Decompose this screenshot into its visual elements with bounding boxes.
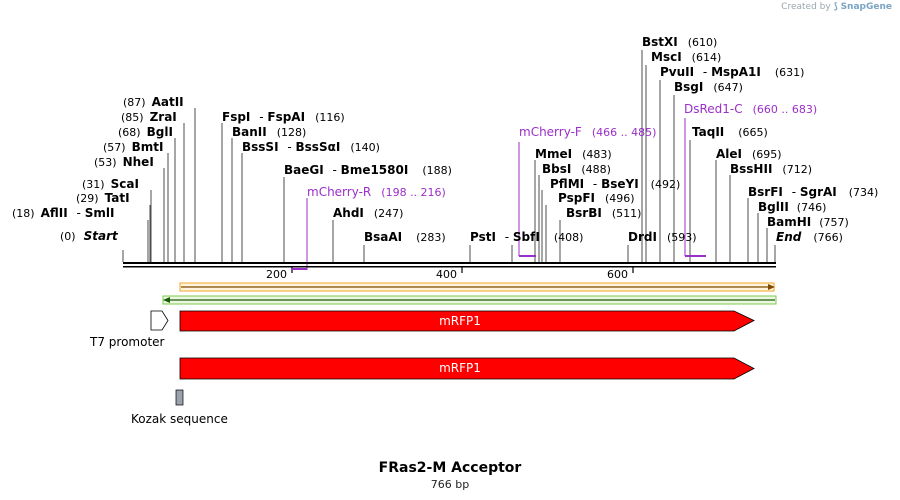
mrfp1-feature-1[interactable]: mRFP1	[179, 310, 755, 332]
site-bbsi[interactable]: BbsI(488)	[542, 162, 611, 176]
site-bsrfi[interactable]: BsrFI - SgrAI(734)	[748, 185, 878, 199]
primer-bars	[291, 255, 706, 270]
site-tati[interactable]: (29)TatI	[76, 191, 130, 205]
kozak-feature[interactable]: Kozak sequence	[131, 389, 228, 426]
site-drdi[interactable]: DrdI(593)	[628, 230, 697, 244]
site-psti[interactable]: PstI - SbfI(408)	[470, 230, 583, 244]
site-lines	[122, 50, 776, 262]
map-length: 766 bp	[430, 478, 470, 491]
site-bsgi[interactable]: BsgI(647)	[674, 80, 743, 94]
primer-mcherry-f[interactable]: mCherry-F(466 .. 485)	[519, 125, 656, 139]
site-pspfi[interactable]: PspFI(496)	[558, 191, 635, 205]
ruler-tick-200: 200	[266, 268, 287, 281]
snapgene-credit: Created by ⟆ SnapGene	[781, 2, 892, 12]
site-baegi[interactable]: BaeGI - Bme1580I(188)	[284, 163, 452, 177]
site-aatii[interactable]: (87)AatII	[123, 95, 184, 109]
mrfp1-label-1: mRFP1	[439, 314, 481, 328]
map-title: FRas2-M Acceptor	[378, 460, 522, 476]
primer-lines	[306, 118, 686, 270]
primer-mcherry-r[interactable]: mCherry-R(198 .. 216)	[307, 185, 446, 199]
site-bglii[interactable]: BglII(746)	[758, 200, 826, 214]
site-labels: (0)Start (18)AflII - SmlI (29)TatI (31)S…	[12, 35, 878, 244]
site-bmti[interactable]: (57)BmtI	[103, 140, 163, 154]
site-taqii[interactable]: TaqII(665)	[692, 125, 768, 139]
ruler-tick-400: 400	[436, 268, 457, 281]
site-pflmi[interactable]: PflMI - BseYI(492)	[550, 177, 680, 191]
site-bsssi[interactable]: BssSI - BssSαI(140)	[242, 140, 380, 154]
site-scai[interactable]: (31)ScaI	[82, 177, 139, 191]
site-pvuii[interactable]: PvuII - MspA1I(631)	[660, 65, 804, 79]
site-nhei[interactable]: (53)NheI	[94, 155, 154, 169]
credit-prefix: Created by	[781, 2, 831, 12]
site-msci[interactable]: MscI(614)	[651, 50, 721, 64]
t7-promoter-feature[interactable]: T7 promoter	[89, 310, 169, 349]
primer-dsred1-c[interactable]: DsRed1-C(660 .. 683)	[684, 102, 817, 116]
site-end[interactable]: End(766)	[776, 230, 843, 244]
site-banii[interactable]: BanII(128)	[232, 125, 306, 139]
site-zrai[interactable]: (85)ZraI	[121, 110, 177, 124]
primer-labels: mCherry-R(198 .. 216) mCherry-F(466 .. 4…	[307, 102, 817, 199]
map-title-block: FRas2-M Acceptor 766 bp	[0, 460, 900, 491]
t7-promoter-label: T7 promoter	[89, 335, 165, 349]
reverse-strand-bar[interactable]	[162, 295, 777, 305]
site-ahdi[interactable]: AhdI(247)	[333, 206, 403, 220]
credit-brand: SnapGene	[840, 2, 892, 12]
snapgene-logo-icon: ⟆	[833, 2, 838, 12]
kozak-label: Kozak sequence	[131, 412, 228, 426]
site-bgli[interactable]: (68)BglI	[118, 125, 173, 139]
site-bsshii[interactable]: BssHII(712)	[730, 162, 812, 176]
site-bsrbi[interactable]: BsrBI(511)	[566, 206, 641, 220]
site-start[interactable]: (0)Start	[60, 229, 119, 243]
sequence-ruler: 200 400 600	[123, 262, 776, 281]
site-aflii[interactable]: (18)AflII - SmlI	[12, 206, 114, 220]
site-bstxi[interactable]: BstXI(610)	[642, 35, 717, 49]
ruler-tick-600: 600	[607, 268, 628, 281]
site-fspi[interactable]: FspI - FspAI(116)	[222, 110, 345, 124]
forward-strand-bar[interactable]	[179, 282, 775, 292]
site-mmei[interactable]: MmeI(483)	[535, 147, 612, 161]
site-bsaai[interactable]: BsaAI(283)	[364, 230, 446, 244]
site-alei[interactable]: AleI(695)	[716, 147, 782, 161]
mrfp1-label-2: mRFP1	[439, 361, 481, 375]
mrfp1-feature-2[interactable]: mRFP1	[179, 357, 755, 380]
site-bamhi[interactable]: BamHI(757)	[767, 215, 849, 229]
